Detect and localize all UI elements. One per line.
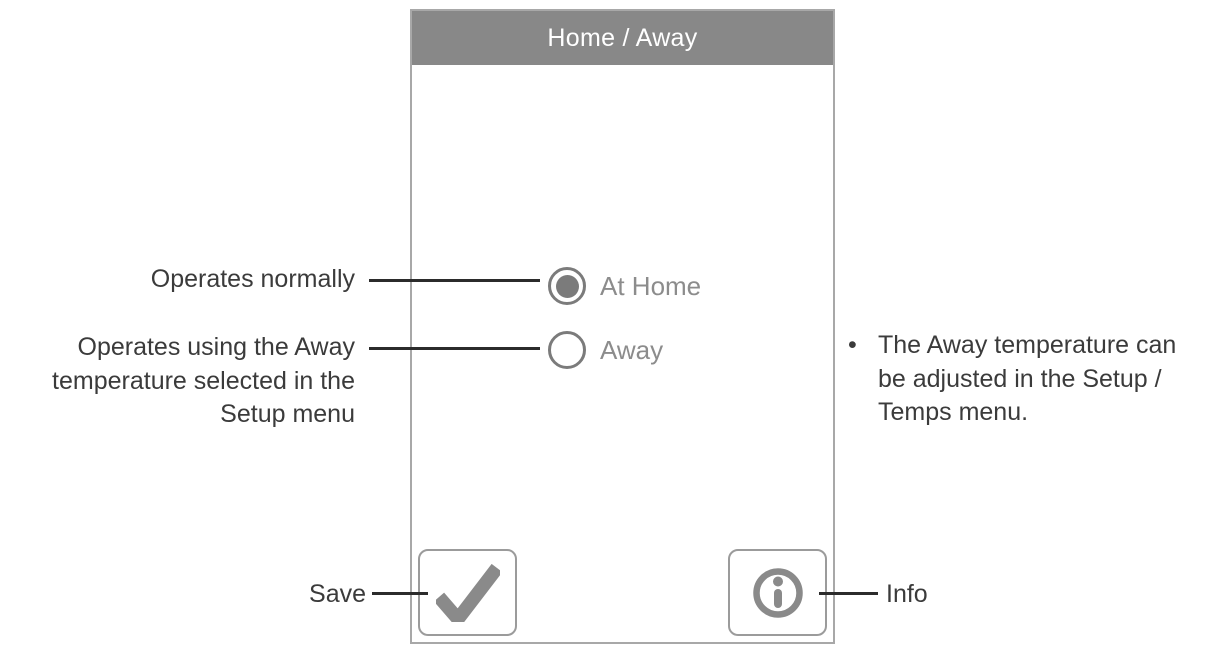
bullet-icon: •: [848, 331, 857, 359]
callout-save-label: Save: [309, 580, 366, 608]
checkmark-icon: [435, 563, 500, 622]
callout-line-info: [819, 592, 878, 595]
callout-line-save: [372, 592, 428, 595]
radio-away-ring[interactable]: [548, 331, 586, 369]
callout-operates-away-line1: Operates using the Away: [77, 333, 356, 361]
thermostat-screen-panel: Home / Away At Home Away: [410, 9, 835, 644]
screen-title: Home / Away: [547, 23, 698, 52]
callout-line-at-home: [369, 279, 540, 282]
note-text: The Away temperature can be adjusted in …: [878, 329, 1176, 430]
info-button[interactable]: [728, 549, 827, 636]
note-text-line2: be adjusted in the Setup /: [878, 364, 1162, 393]
radio-option-at-home[interactable]: At Home: [548, 267, 701, 305]
callout-operates-away: Operates using the Away temperature sele…: [52, 331, 355, 432]
radio-away-label: Away: [600, 334, 664, 365]
note-away-temperature: • The Away temperature can be adjusted i…: [848, 329, 1176, 430]
callout-operates-away-line2: temperature selected in the: [52, 366, 355, 395]
save-button[interactable]: [418, 549, 517, 636]
radio-at-home-ring[interactable]: [548, 267, 586, 305]
info-icon: [752, 567, 803, 618]
screen-title-bar: Home / Away: [412, 11, 833, 65]
callout-operates-away-line3: Setup menu: [220, 400, 355, 428]
callout-operates-normally: Operates normally: [150, 265, 355, 293]
note-text-line1: The Away temperature can: [878, 331, 1177, 359]
radio-at-home-label: At Home: [600, 270, 702, 301]
radio-at-home-dot: [555, 274, 579, 298]
note-text-line3: Temps menu.: [878, 398, 1029, 426]
callout-line-away: [369, 347, 540, 350]
radio-option-away[interactable]: Away: [548, 331, 663, 369]
callout-info-label: Info: [886, 580, 928, 608]
